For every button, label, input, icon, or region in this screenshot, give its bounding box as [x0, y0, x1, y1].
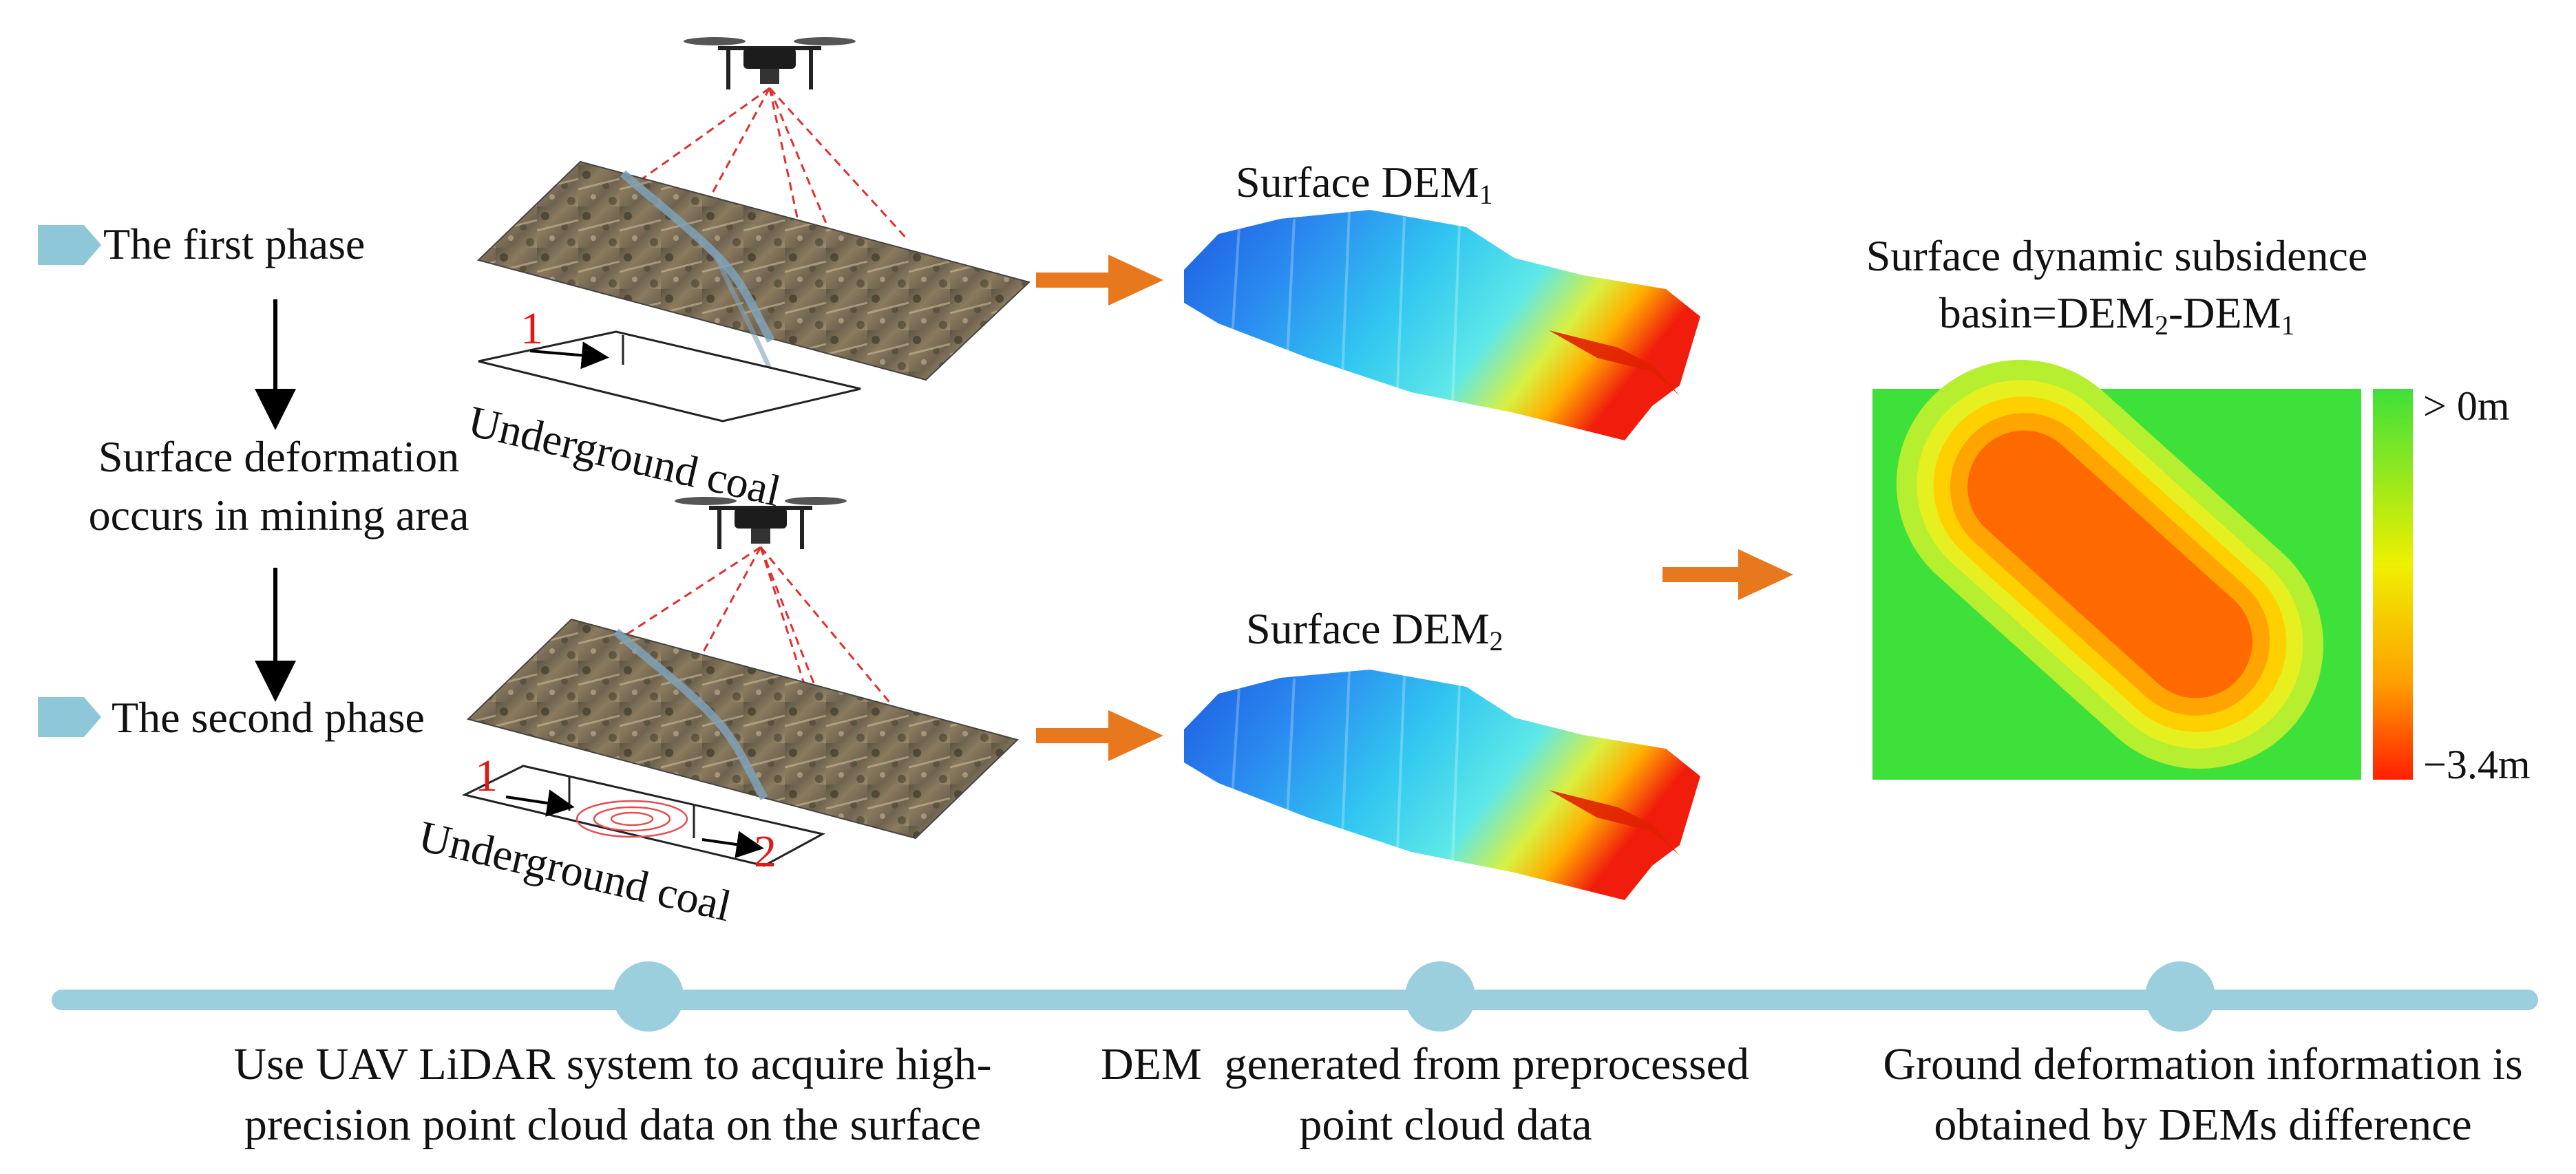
timeline-node-2 — [1405, 961, 1475, 1032]
formula-mid: -DEM — [2168, 288, 2281, 337]
subsidence-basin-map — [1872, 359, 2361, 780]
first-phase-label: The first phase — [103, 220, 366, 268]
step3-caption-line2: obtained by DEMs difference — [1934, 1100, 2472, 1150]
panel-number-bottom-start: 1 — [475, 751, 498, 801]
subsidence-formula: basin=DEM2-DEM1 — [1855, 288, 2378, 342]
river — [713, 253, 774, 373]
subsidence-title-line1: Surface dynamic subsidence — [1866, 231, 2368, 280]
subsidence-contour-icon — [576, 800, 688, 838]
dem1-subscript: 1 — [1479, 179, 1493, 210]
formula-sub-b: 1 — [2281, 310, 2295, 341]
step1-caption-line2: precision point cloud data on the surfac… — [244, 1100, 982, 1150]
step1-caption-line1: Use UAV LiDAR system to acquire high- — [233, 1039, 992, 1089]
dem2-prefix: Surface DEM — [1246, 604, 1490, 653]
second-phase-tag — [38, 697, 101, 737]
panel-number-top: 1 — [520, 303, 543, 354]
river — [613, 628, 768, 800]
step2-caption-line2: point cloud data — [1299, 1100, 1592, 1150]
arrow-to-subsidence — [1662, 549, 1793, 600]
dem1-title: Surface DEM1 — [1236, 157, 1493, 211]
panel-number-bottom-end: 2 — [754, 826, 777, 877]
formula-sub-a: 2 — [2155, 310, 2168, 341]
step3-caption-line1: Ground deformation information is — [1883, 1039, 2523, 1089]
arrow-to-dem2 — [1036, 710, 1163, 761]
drone-icon — [684, 37, 856, 89]
river — [620, 170, 775, 343]
timeline-node-3 — [2145, 961, 2215, 1032]
dem2-subscript: 2 — [1489, 626, 1503, 657]
dem1-surface — [1184, 210, 1700, 440]
phase-tag-marker — [38, 225, 101, 265]
arrow-to-dem1 — [1036, 255, 1163, 306]
dem2-surface — [1184, 670, 1700, 900]
mining-direction-arrow — [529, 341, 609, 370]
first-phase-tag — [38, 225, 101, 265]
scale-max-label: > 0m — [2423, 383, 2510, 429]
mining-direction-arrow — [505, 789, 575, 817]
timeline-node-1 — [613, 961, 684, 1032]
deformation-label-line1: Surface deformation — [98, 432, 460, 481]
deformation-label-line2: occurs in mining area — [88, 491, 469, 540]
formula-start: basin=DEM — [1939, 288, 2155, 337]
step2-caption-line1: DEM generated from preprocessed — [1101, 1039, 1749, 1089]
scale-min-label: −3.4m — [2423, 742, 2531, 787]
drone-icon — [675, 497, 847, 549]
aerial-image-second — [467, 618, 1019, 840]
dem1-prefix: Surface DEM — [1236, 158, 1479, 206]
color-scale-bar — [2373, 389, 2413, 780]
dem2-title: Surface DEM2 — [1246, 604, 1503, 658]
phase-tag-marker — [38, 697, 101, 737]
aerial-image-first — [477, 160, 1031, 381]
mining-direction-arrow — [701, 831, 764, 858]
second-phase-label: The second phase — [112, 693, 425, 742]
